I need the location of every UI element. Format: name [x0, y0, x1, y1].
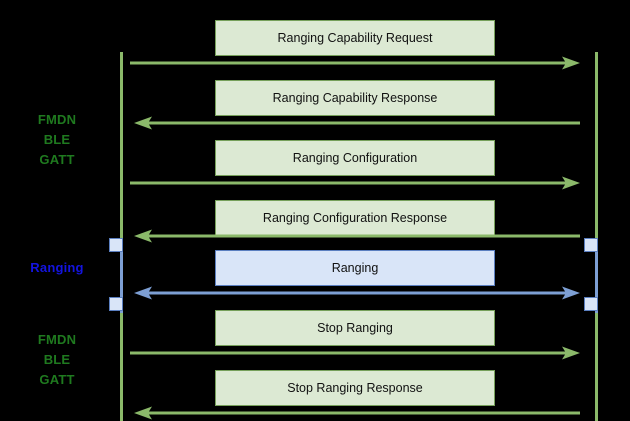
message-box-ranging-capability-request: Ranging Capability Request — [215, 20, 495, 56]
message-box-ranging: Ranging — [215, 250, 495, 286]
message-label: Ranging Capability Response — [272, 91, 438, 105]
message-box-ranging-configuration-response: Ranging Configuration Response — [215, 200, 495, 236]
lifeline-right-green-bottom — [595, 313, 598, 421]
phase-label-line: BLE — [43, 132, 71, 147]
lifeline-right-blue-middle — [595, 241, 598, 313]
phase-label-fmdn-top: FMDN BLE GATT — [18, 110, 96, 170]
message-label: Stop Ranging — [317, 321, 393, 335]
phase-label-line: GATT — [39, 152, 75, 167]
message-box-stop-ranging: Stop Ranging — [215, 310, 495, 346]
phase-label-fmdn-bottom: FMDN BLE GATT — [18, 330, 96, 390]
phase-label-ranging: Ranging — [18, 258, 96, 278]
message-arrow-left-4 — [134, 229, 580, 243]
message-arrow-bidirectional-5 — [134, 286, 580, 300]
message-arrow-right-6 — [130, 346, 580, 360]
message-arrow-right-1 — [130, 56, 580, 70]
phase-label-line: FMDN — [37, 332, 77, 347]
message-label: Ranging Capability Request — [277, 31, 433, 45]
activation-marker-right-start — [584, 238, 598, 252]
lifeline-left-green-top — [120, 52, 123, 241]
activation-marker-left-start — [109, 238, 123, 252]
lifeline-left-green-bottom — [120, 313, 123, 421]
message-box-ranging-configuration: Ranging Configuration — [215, 140, 495, 176]
message-label: Ranging Configuration — [292, 151, 418, 165]
lifeline-right-green-top — [595, 52, 598, 241]
message-box-ranging-capability-response: Ranging Capability Response — [215, 80, 495, 116]
lifeline-left-blue-middle — [120, 241, 123, 313]
phase-label-line: GATT — [39, 372, 75, 387]
activation-marker-left-end — [109, 297, 123, 311]
phase-label-line: Ranging — [30, 260, 84, 275]
message-arrow-right-3 — [130, 176, 580, 190]
message-arrow-left-2 — [134, 116, 580, 130]
message-label: Stop Ranging Response — [287, 381, 423, 395]
message-label: Ranging — [331, 261, 379, 275]
phase-label-line: BLE — [43, 352, 71, 367]
message-arrow-left-7 — [134, 406, 580, 420]
phase-label-line: FMDN — [37, 112, 77, 127]
activation-marker-right-end — [584, 297, 598, 311]
message-box-stop-ranging-response: Stop Ranging Response — [215, 370, 495, 406]
message-label: Ranging Configuration Response — [262, 211, 448, 225]
